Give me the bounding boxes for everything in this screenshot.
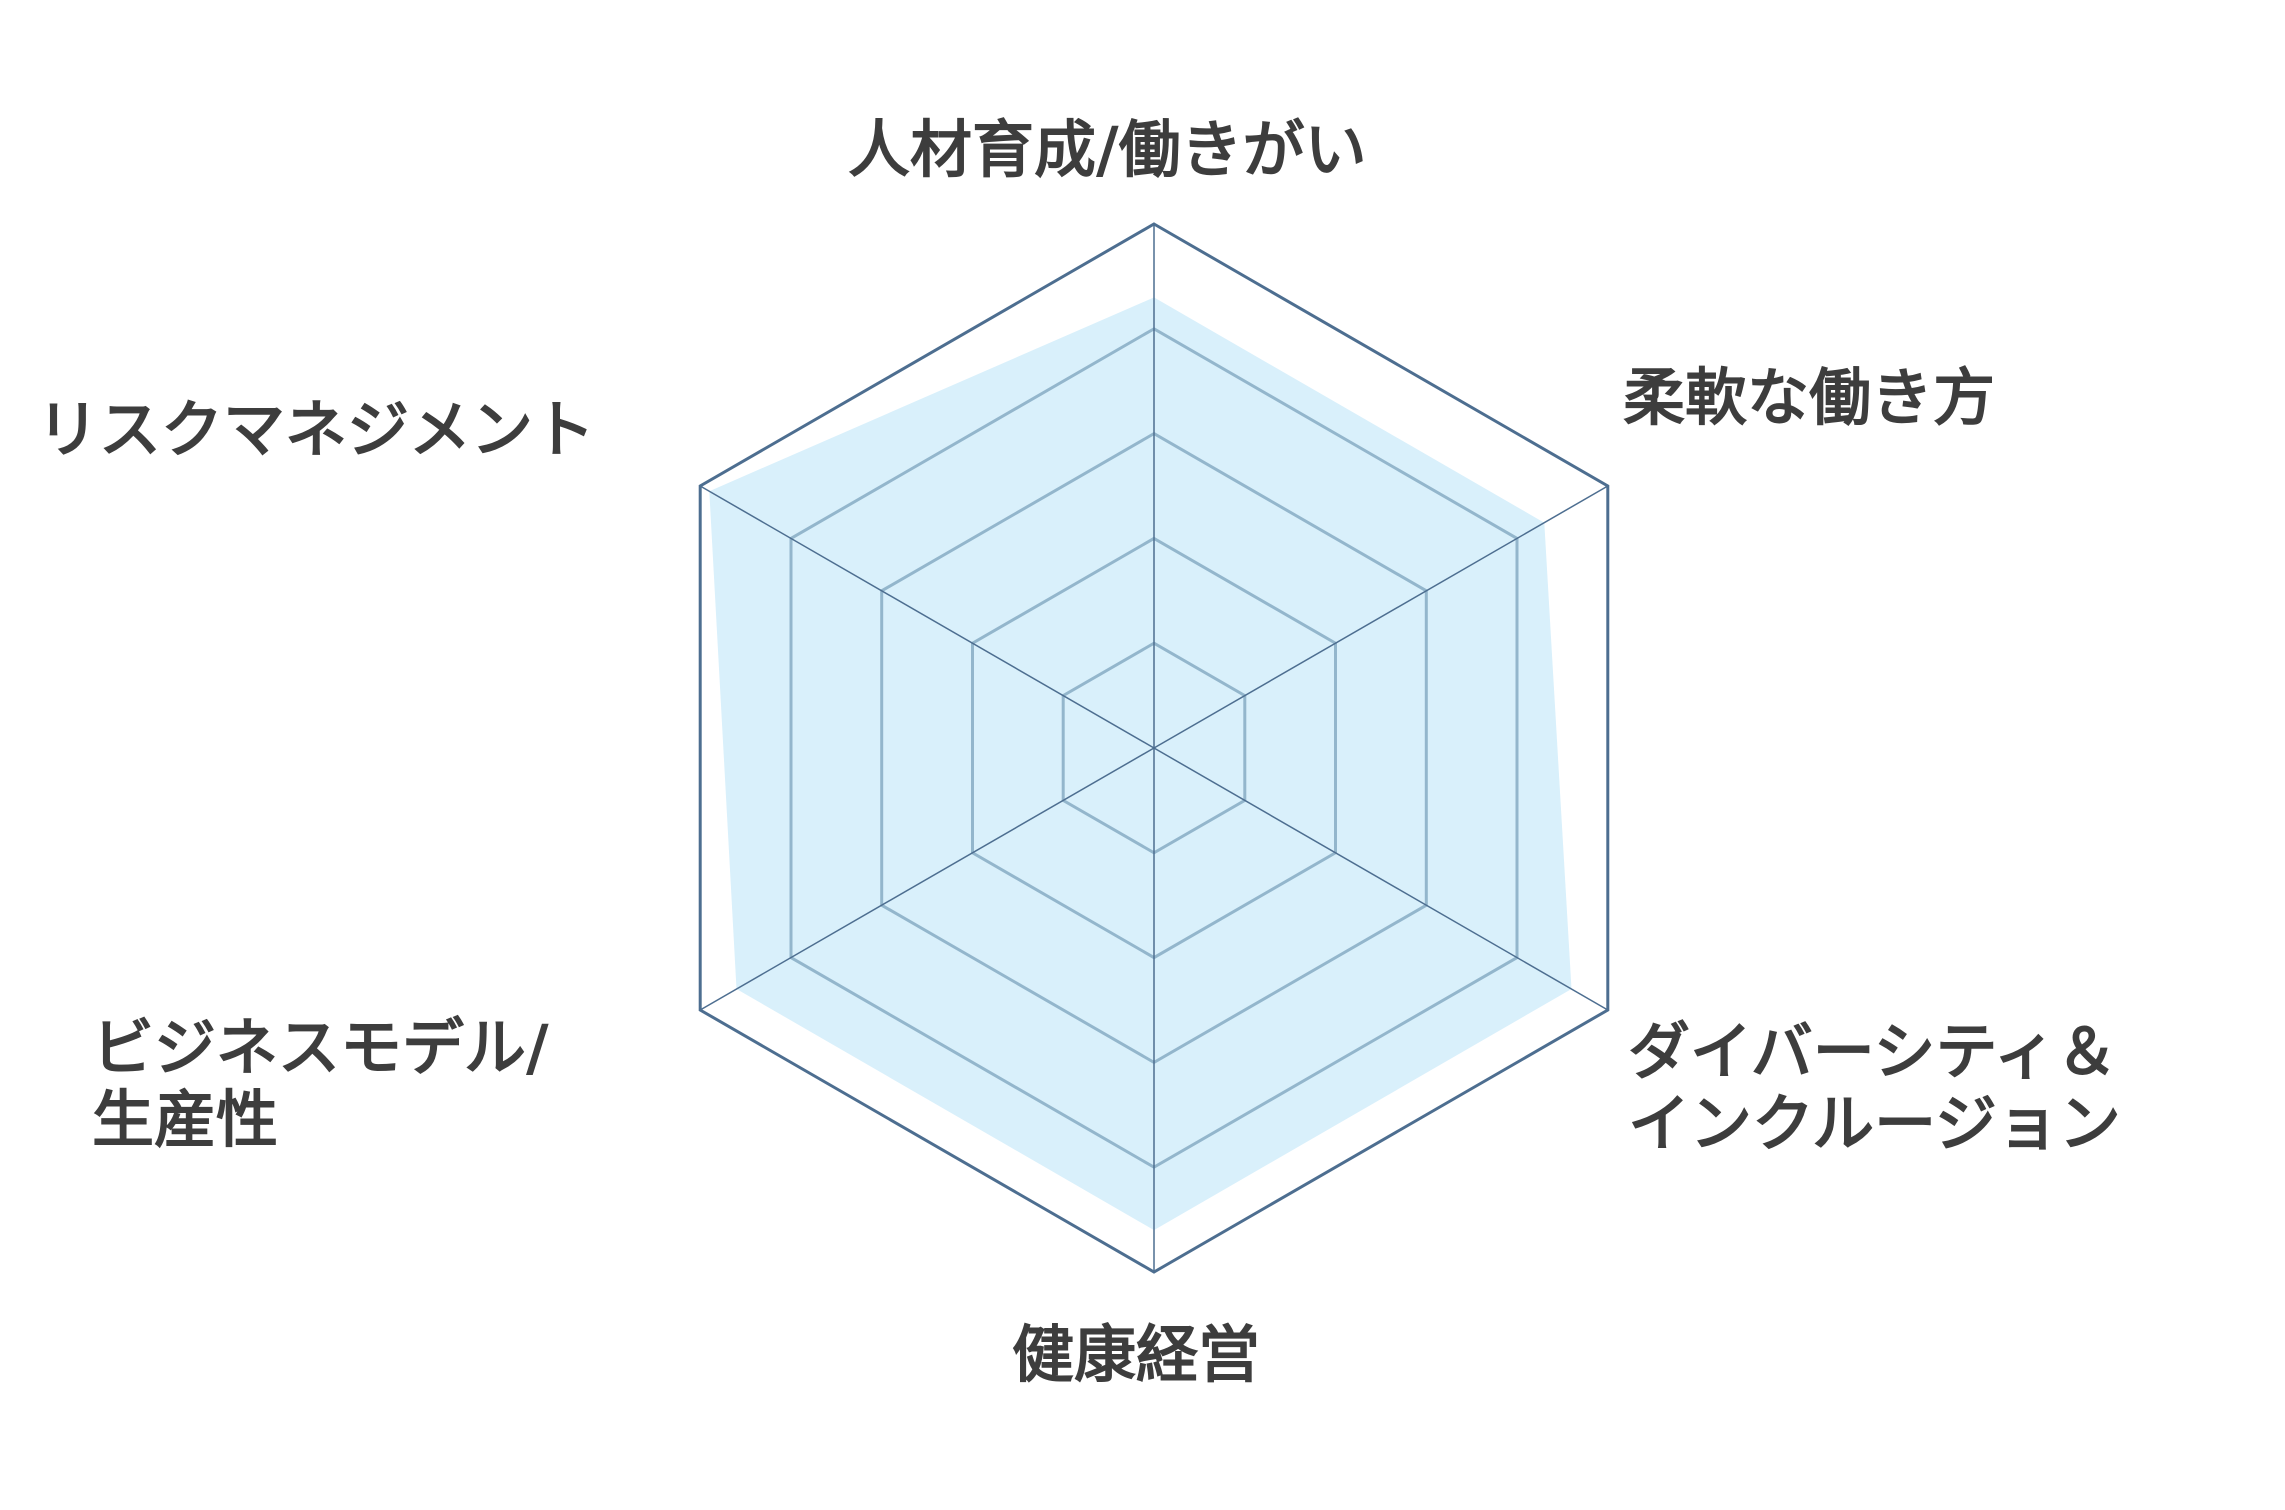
axis-label-6: リスクマネジメント <box>37 393 596 466</box>
axis-label-4: 健康経営 <box>1012 1318 1261 1391</box>
data-area <box>709 297 1572 1231</box>
spoke-5 <box>699 747 1155 1011</box>
spoke-3 <box>1153 747 1609 1011</box>
axis-label-3: ダイバーシティ＆ インクルージョン <box>1628 1015 2121 1160</box>
axis-label-5: ビジネスモデル/ 生産性 <box>92 1011 549 1156</box>
axis-label-2: 柔軟な働き方 <box>1623 361 1996 434</box>
axis-label-1: 人材育成/働きがい <box>848 113 1367 186</box>
spoke-2 <box>1153 485 1609 749</box>
spoke-6 <box>699 485 1155 749</box>
